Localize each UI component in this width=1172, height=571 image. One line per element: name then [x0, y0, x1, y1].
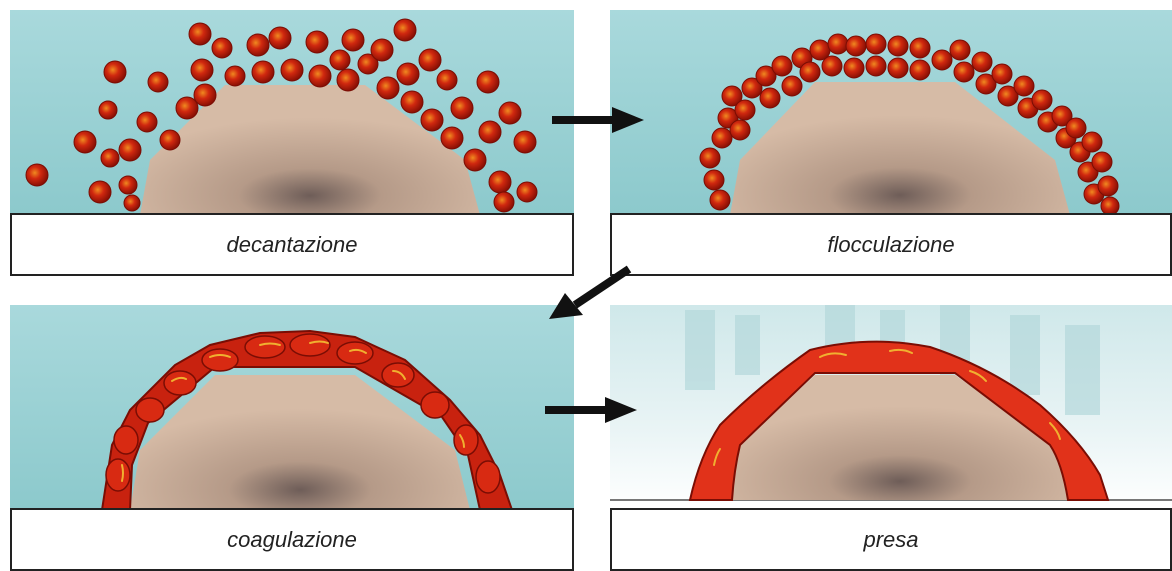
- stage-label: coagulazione: [227, 527, 357, 553]
- panel-flocculazione: flocculazione: [610, 10, 1172, 276]
- stage-label: presa: [863, 527, 918, 553]
- stage-label: flocculazione: [827, 232, 954, 258]
- panel-coagulazione: coagulazione: [10, 305, 574, 571]
- stage-label: decantazione: [227, 232, 358, 258]
- scene-presa: [610, 305, 1172, 510]
- scene-coagulazione: [10, 305, 574, 510]
- label-box: decantazione: [10, 213, 574, 276]
- arrow-right-1: [550, 105, 646, 135]
- label-box: flocculazione: [610, 213, 1172, 276]
- label-box: presa: [610, 508, 1172, 571]
- scene-flocculazione: [610, 10, 1172, 215]
- panel-decantazione: decantazione: [10, 10, 574, 276]
- label-box: coagulazione: [10, 508, 574, 571]
- panel-presa: presa: [610, 305, 1172, 571]
- arrow-right-2: [543, 395, 639, 425]
- arrow-down-left: [545, 265, 635, 325]
- scene-decantazione: [10, 10, 574, 215]
